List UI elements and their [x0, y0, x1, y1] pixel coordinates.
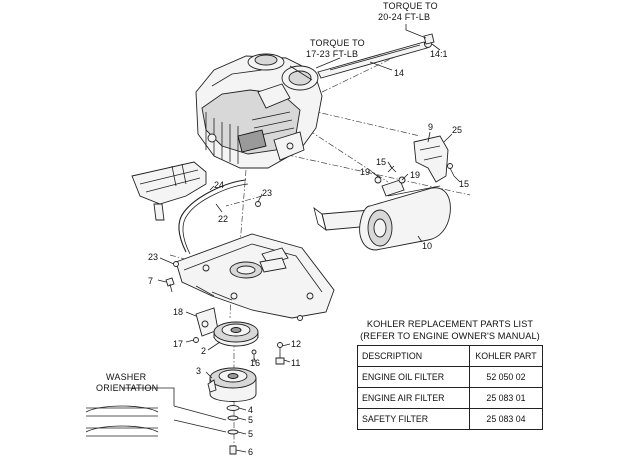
part-number-11: 11: [291, 358, 300, 368]
row-part-number: 52 050 02: [469, 366, 543, 388]
part-number-15-a: 15: [376, 157, 386, 167]
part-number-12: 12: [291, 339, 301, 349]
header-description: DESCRIPTION: [357, 345, 470, 367]
part-number-18: 18: [173, 307, 183, 317]
part-number-7: 7: [148, 276, 153, 286]
torque-callout-top: TORQUE TO 20-24 FT-LB: [378, 1, 438, 22]
table-row: ENGINE OIL FILTER 52 050 02: [357, 366, 543, 388]
part-number-3: 3: [196, 366, 201, 376]
shaft-part-14: [317, 33, 435, 79]
part-number-23-a: 23: [262, 188, 272, 198]
table-row: ENGINE AIR FILTER 25 083 01: [357, 387, 543, 409]
row-description: ENGINE OIL FILTER: [357, 366, 470, 388]
washer-orientation-line1: WASHER: [106, 372, 147, 382]
control-cable-part-22: [178, 179, 261, 255]
part-number-10: 10: [422, 241, 432, 251]
part-number-17: 17: [173, 339, 183, 349]
part-number-24: 24: [214, 180, 224, 190]
part-number-5-b: 5: [248, 429, 253, 439]
torque-callout-mid-line1: TORQUE TO: [310, 38, 365, 48]
idler-bracket-part-18: [193, 307, 219, 343]
parts-list-header-row: DESCRIPTION KOHLER PART: [357, 345, 543, 367]
part-number-23-b: 23: [148, 252, 158, 262]
part-number-6: 6: [248, 447, 253, 457]
fasteners: [165, 261, 285, 365]
torque-callout-mid-line2: 17-23 FT-LB: [306, 49, 358, 59]
muffler-part-10: [313, 165, 451, 251]
pulley-part-2: [213, 321, 259, 347]
torque-callout-top-line2: 20-24 FT-LB: [378, 12, 430, 22]
leader-lines: [157, 24, 461, 453]
part-number-5-a: 5: [248, 415, 253, 425]
parts-list-subtitle: (REFER TO ENGINE OWNER'S MANUAL): [360, 331, 540, 341]
row-part-number: 25 083 04: [469, 408, 543, 430]
part-number-15-b: 15: [459, 179, 469, 189]
washer-orientation-line2: ORIENTATION: [96, 383, 158, 393]
part-number-22: 22: [218, 214, 228, 224]
washers-bolt-parts-4-6: [226, 405, 240, 455]
torque-callout-mid: TORQUE TO 17-23 FT-LB: [306, 38, 365, 59]
row-description: SAFETY FILTER: [357, 408, 470, 430]
deck-mounting-plate: [175, 233, 335, 321]
table-row: SAFETY FILTER 25 083 04: [357, 408, 543, 430]
header-kohler-part: KOHLER PART: [469, 345, 543, 367]
engine-assembly: [195, 53, 323, 169]
parts-list-title: KOHLER REPLACEMENT PARTS LIST: [366, 319, 534, 329]
part-number-19-b: 19: [410, 170, 420, 180]
part-number-16: 16: [250, 358, 260, 368]
part-number-19-a: 19: [360, 167, 370, 177]
row-part-number: 25 083 01: [469, 387, 543, 409]
part-number-25: 25: [452, 125, 462, 135]
part-number-14: 14: [394, 68, 404, 78]
bracket-part-9: [413, 135, 455, 183]
part-number-2: 2: [201, 346, 206, 356]
torque-callout-top-line1: TORQUE TO: [383, 1, 438, 11]
washer-orientation-inset: [85, 387, 227, 437]
part-number-9: 9: [428, 122, 433, 132]
row-description: ENGINE AIR FILTER: [357, 387, 470, 409]
kohler-parts-list: KOHLER REPLACEMENT PARTS LIST (REFER TO …: [357, 318, 543, 430]
clutch-part-3: [207, 367, 257, 402]
guard-bracket: [131, 161, 207, 221]
ratio-label: 14:1: [430, 49, 448, 59]
part-number-4: 4: [248, 405, 253, 415]
parts-list-table: DESCRIPTION KOHLER PART ENGINE OIL FILTE…: [357, 345, 543, 430]
part-number-callouts: 14 9 25 15 15 19 19 10 24 23 22 23 7 18 …: [148, 68, 469, 457]
